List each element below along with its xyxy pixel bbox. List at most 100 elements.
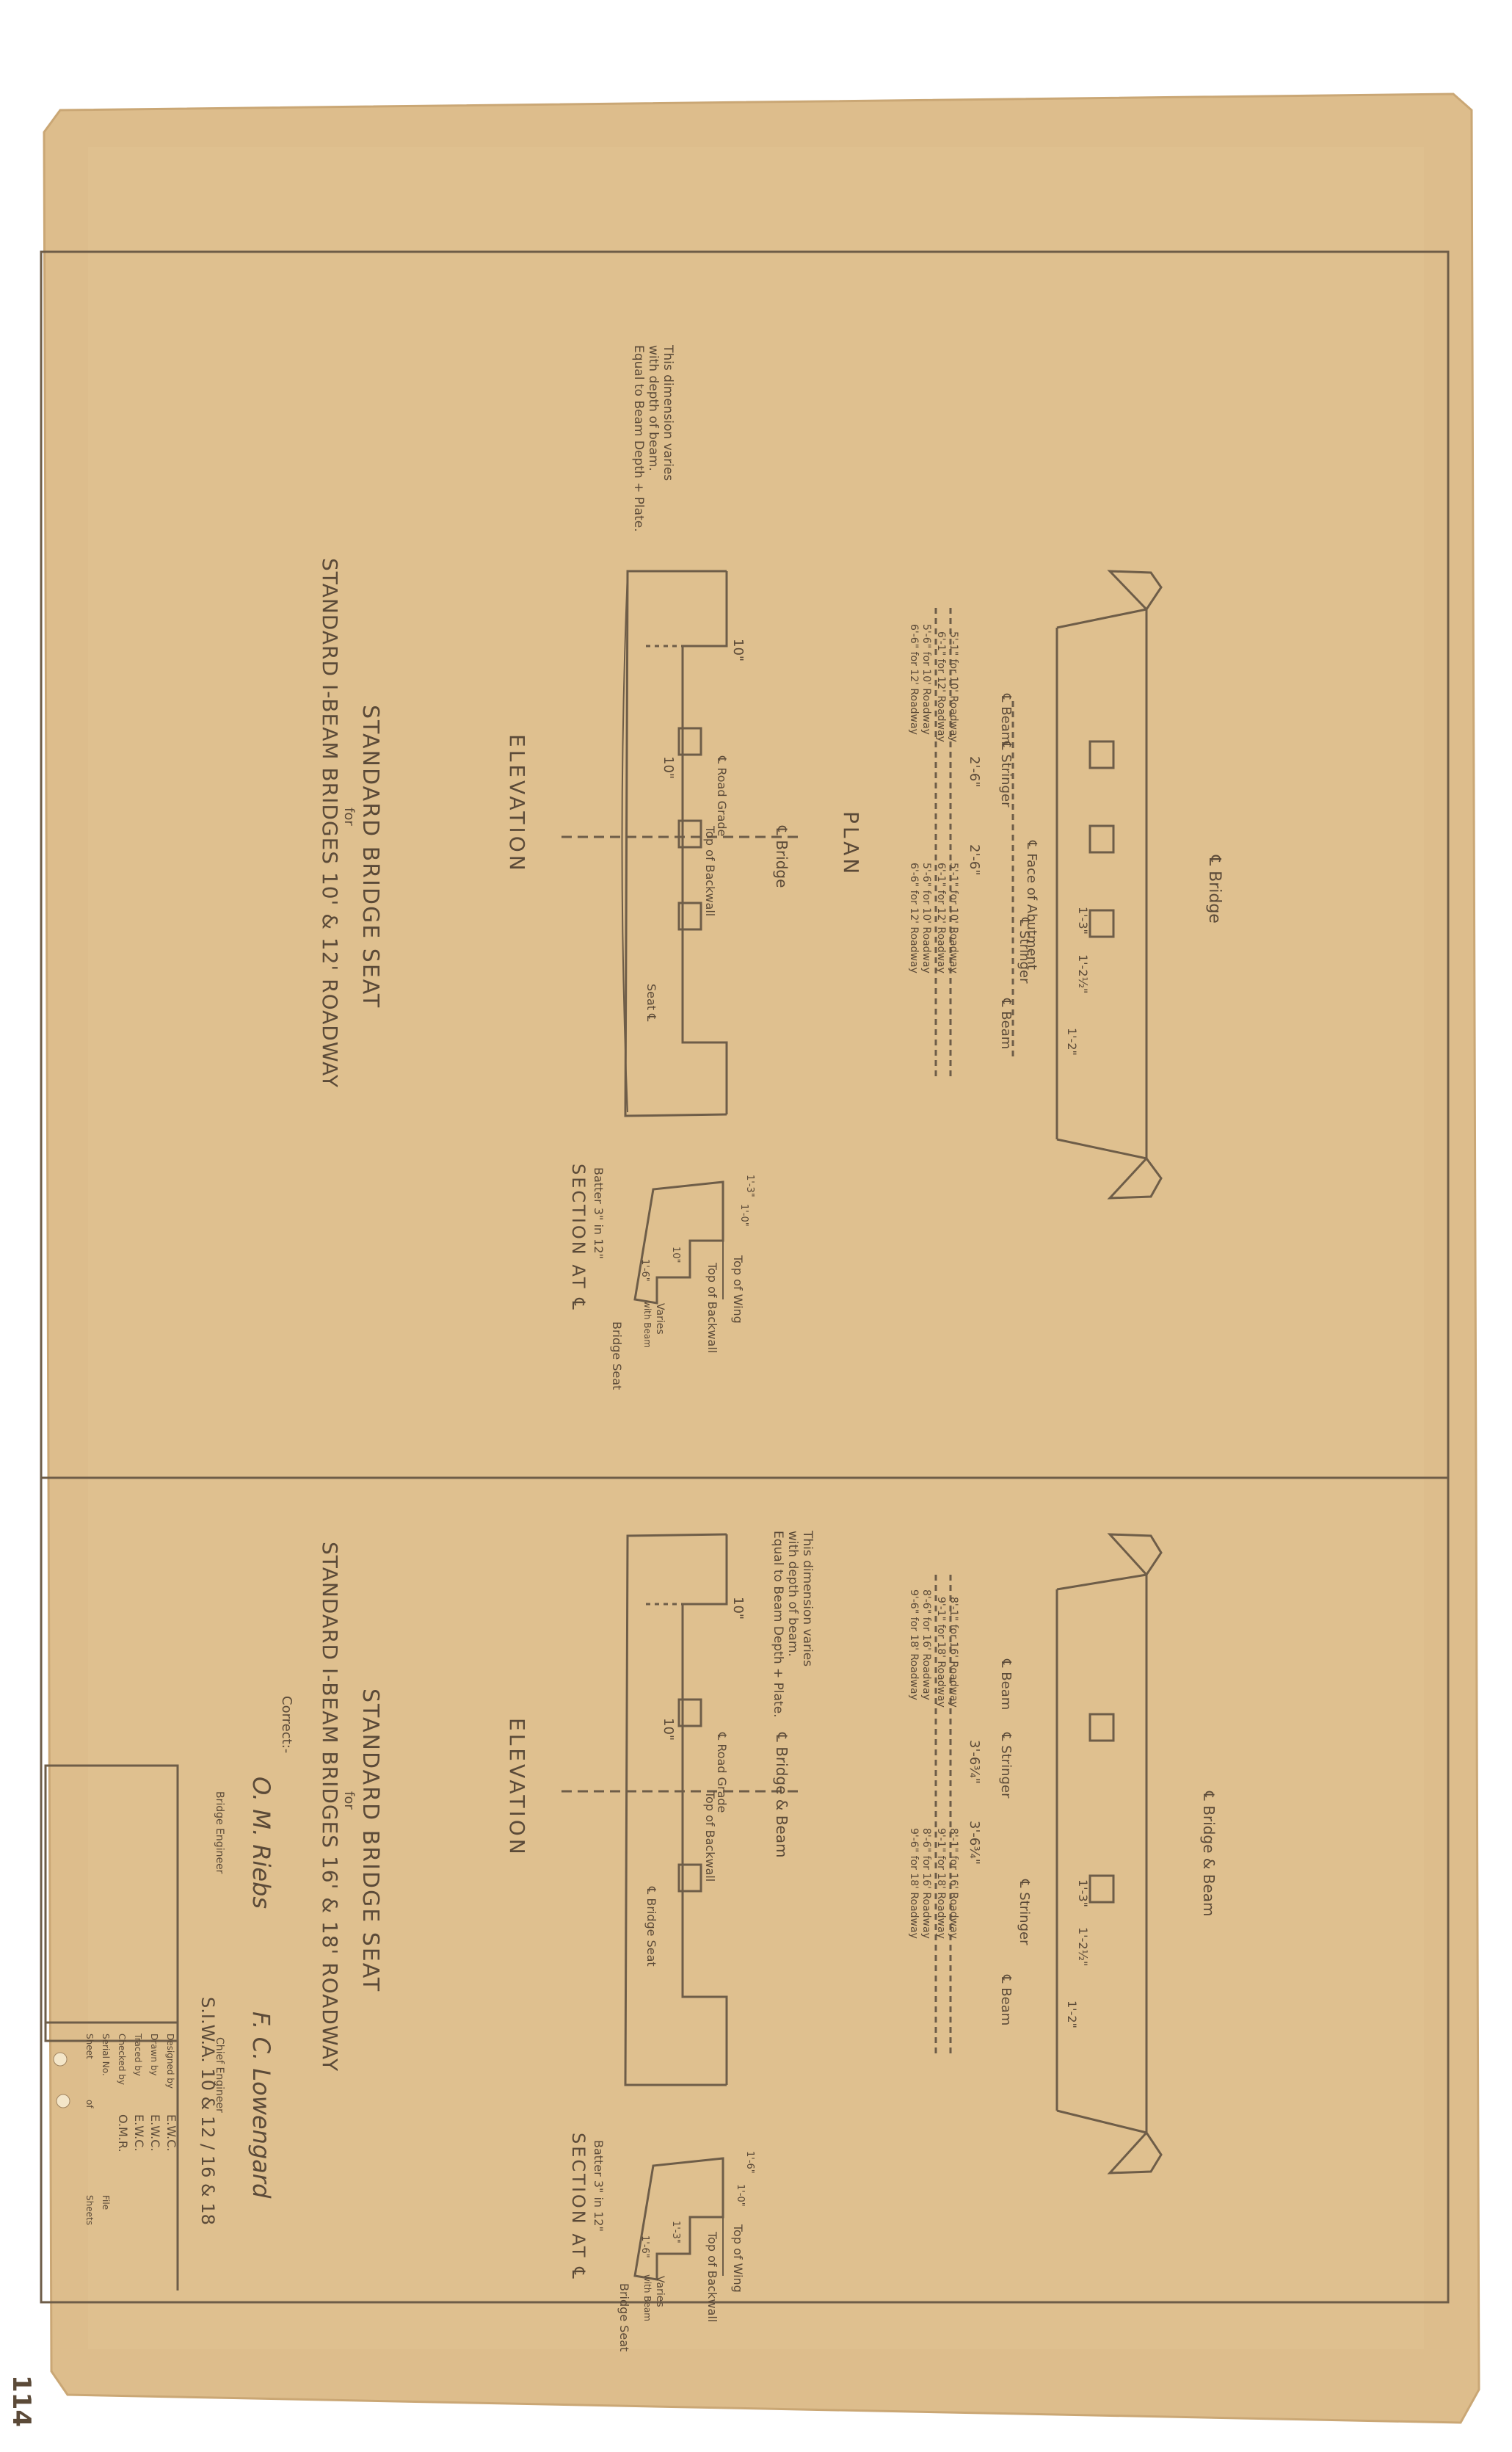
bottom-plan-beam-left: ℄ Beam [998,1658,1014,1710]
bottom-section-dim-d: 1'-6" [639,2235,650,2258]
bottom-plan-width-g: 8'-6" for 16' Roadway [920,1828,932,1939]
top-elevation-dim-a: 10" [730,639,746,661]
bottom-chief-title: Chief Engineer [214,2037,225,2113]
top-plan-spacing-a: 2'-6" [967,756,982,788]
bottom-correct-label: Correct:- [279,1696,294,1753]
top-plan-stringer-left: ℄ Stringer [998,741,1014,808]
bottom-plan-width-d: 9'-6" for 18' Roadway [908,1589,920,1700]
svg-text:Drawn by: Drawn by [149,2034,159,2075]
top-plan-view [934,570,1163,1200]
top-title-line2: for [341,808,357,826]
top-plan-dim-side: 1'-2" [1065,1028,1079,1056]
bottom-elevation-bridge-seat: ℄ Bridge Seat [644,1886,658,1967]
bottom-section-batter: Batter 3" in 12" [592,2140,606,2232]
bottom-elevation-note-3: Equal to Beam Depth + Plate. [771,1531,785,1718]
bottom-section-bridge-seat: Bridge Seat [617,2283,631,2351]
top-elevation-view [561,570,800,1117]
svg-text:O.M.R.: O.M.R. [116,2114,130,2152]
top-elevation-dim-b: 10" [661,756,676,779]
svg-text:E.W.C.: E.W.C. [148,2114,162,2152]
bottom-title-line1: STANDARD BRIDGE SEAT [357,1689,383,1992]
top-section-title: SECTION AT ℄ [568,1164,589,1312]
bottom-plan-stringer-right: ℄ Stringer [1017,1879,1032,1945]
bottom-engineer-signature: O. M. Riebs [247,1777,275,1909]
top-plan-dim-top: 1'-3" [1076,907,1090,935]
bottom-elevation-dim-b: 10" [661,1718,676,1741]
bottom-section-title: SECTION AT ℄ [568,2133,589,2281]
top-plan-stringer-right: ℄ Stringer [1017,917,1032,984]
bottom-plan-centerline-label: ℄ Bridge & Beam [1200,1791,1218,1916]
svg-text:Serial No.: Serial No. [101,2034,111,2076]
bottom-plan-spacing-b: 3'-6¾" [967,1821,982,1865]
bottom-elevation-road-grade: ℄ Road Grade [715,1732,729,1813]
bottom-plan-dim-top-b: 1'-2½" [1076,1927,1090,1966]
top-section-bridge-seat: Bridge Seat [610,1321,624,1390]
top-plan-dim-top-b: 1'-2½" [1076,954,1090,993]
top-plan-width-f: 6'-1" for 12' Roadway [935,863,947,973]
top-elevation-title: ELEVATION [505,734,529,874]
top-title-line1: STANDARD BRIDGE SEAT [357,705,383,1009]
top-plan-spacing-b: 2'-6" [967,844,982,876]
bottom-plan-width-f: 9'-1" for 18' Roadway [935,1828,947,1939]
top-elevation-seat: Seat ℄ [644,984,658,1022]
top-section-dim-a: 1'-0" [738,1204,749,1227]
info-block-labels: Designed by E.W.C. Drawn by E.W.C. Trace… [84,2033,178,2225]
top-section-dim-b: 1'-3" [744,1175,755,1197]
top-title-line3: STANDARD I-BEAM BRIDGES 10' & 12' ROADWA… [318,558,342,1088]
bottom-plan-beam-right: ℄ Beam [998,1974,1014,2025]
top-section-view [633,1180,724,1305]
bottom-plan-view [934,1533,1163,2174]
top-section-with-beam: with Beam [642,1301,653,1348]
bottom-section-dim-c: 1'-3" [670,2221,681,2244]
bottom-elevation-note-1: This dimension varies [800,1530,815,1666]
svg-text:E.W.C.: E.W.C. [132,2114,146,2152]
top-elevation-top-backwall: Top of Backwall [703,825,717,916]
sheet-number: 114 [7,2375,36,2427]
punch-hole [56,2094,70,2108]
bottom-elevation-centerline: ℄ Bridge & Beam [773,1732,790,1857]
bottom-section-view [633,2157,724,2281]
bottom-elevation-top-backwall: Top of Backwall [703,1791,717,1882]
top-plan-title: PLAN [839,811,863,877]
top-elevation-note-2: with depth of beam. [646,345,661,471]
bottom-title-line3: STANDARD I-BEAM BRIDGES 16' & 18' ROADWA… [318,1542,342,2072]
svg-text:File: File [101,2195,111,2210]
top-section-top-backwall: Top of Backwall [705,1262,719,1353]
top-section-top-of-wing: Top of Wing [731,1255,745,1324]
paper-tint [88,147,1424,2349]
bottom-plan-dim-top: 1'-3" [1076,1879,1090,1907]
top-plan-width-e: 5'-1" for 10' Roadway [948,863,959,973]
top-section-dim-d: 1'-6" [639,1259,650,1282]
top-elevation-centerline: ℄ Bridge [773,825,790,888]
top-elevation-note-1: This dimension varies [661,344,675,481]
bottom-section-top-backwall: Top of Backwall [705,2231,719,2322]
bottom-section-top-of-wing: Top of Wing [731,2224,745,2293]
bottom-section-dim-b: 1'-0" [735,2184,746,2207]
bottom-plan-spacing-a: 3'-6¾" [967,1740,982,1784]
top-plan-width-d: 6'-6" for 12' Roadway [908,624,920,735]
svg-text:Traced by: Traced by [133,2033,143,2076]
svg-text:Sheet: Sheet [84,2034,95,2059]
svg-text:Designed by: Designed by [165,2034,175,2089]
top-plan-face-label: ℄ Face of Abutment [1024,840,1039,970]
bottom-plan-width-e: 8'-1" for 16' Roadway [948,1828,959,1939]
top-section-dim-c: 10" [670,1247,681,1263]
bottom-plan-width-h: 9'-6" for 18' Roadway [908,1828,920,1939]
top-plan-width-h: 6'-6" for 12' Roadway [908,863,920,973]
punch-hole [53,2052,68,2067]
top-elevation-note-3: Equal to Beam Depth + Plate. [631,345,646,532]
top-plan-width-a: 5'-1" for 10' Roadway [948,631,959,742]
top-section-batter: Batter 3" in 12" [592,1167,606,1259]
svg-text:Checked by: Checked by [117,2034,127,2085]
bottom-elevation-note-2: with depth of beam. [785,1531,800,1657]
top-section-varies: Varies [654,1303,666,1335]
top-plan-width-c: 5'-6" for 10' Roadway [920,624,932,735]
svg-text:E.W.C.: E.W.C. [164,2114,178,2152]
bottom-section-dim-a: 1'-6" [744,2151,755,2174]
top-plan-centerline-label: ℄ Bridge [1205,855,1224,924]
bottom-plan-stringer-left: ℄ Stringer [998,1732,1014,1799]
svg-text:of: of [84,2100,95,2108]
info-block [44,1764,179,2290]
top-plan-beam-left: ℄ Beam [998,693,1014,744]
